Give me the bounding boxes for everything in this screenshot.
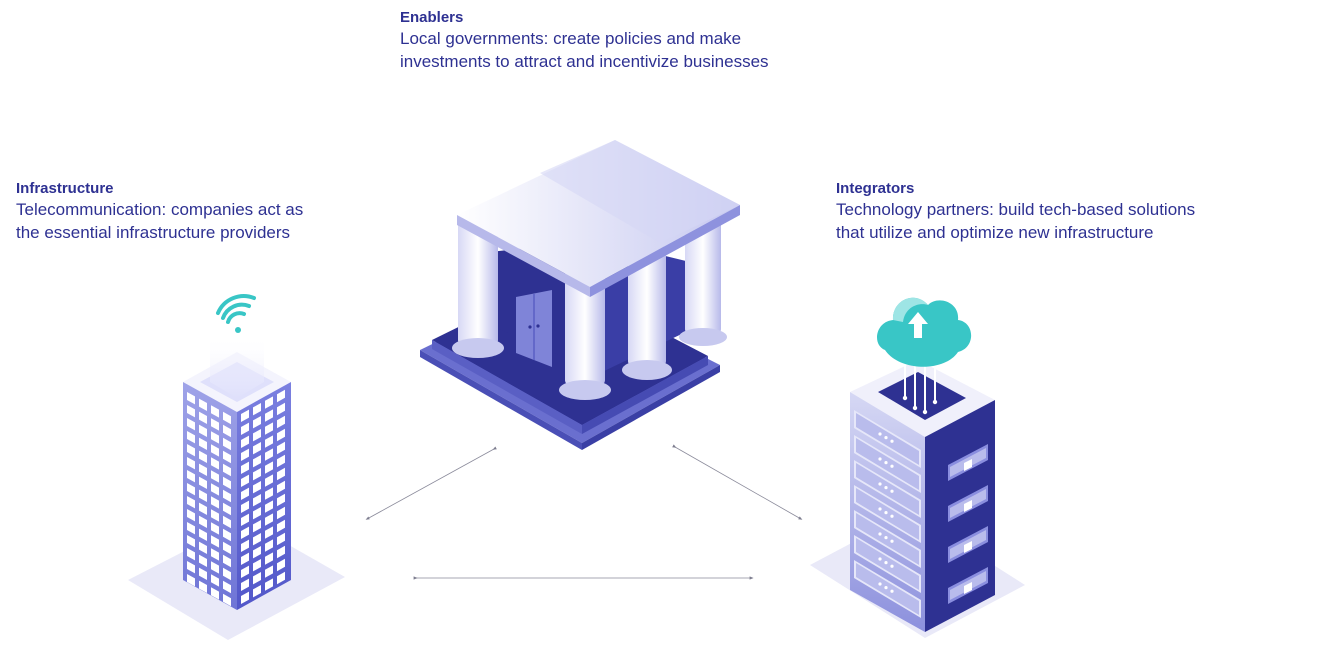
enablers-desc-line-1: Local governments: create policies and m… xyxy=(400,29,742,48)
infrastructure-desc-line-1: Telecommunication: companies act as xyxy=(16,200,304,219)
integrators-desc-line-1: Technology partners: build tech-based so… xyxy=(836,200,1196,219)
office-tower-icon xyxy=(128,336,345,640)
cloud-upload-icon xyxy=(877,297,972,415)
integrators-label: Integrators Technology partners: build t… xyxy=(836,179,1316,244)
tower-windows xyxy=(187,389,285,607)
infrastructure-title: Infrastructure xyxy=(16,180,114,197)
wifi-icon xyxy=(216,294,256,333)
infrastructure-desc-line-2: the essential infrastructure providers xyxy=(16,222,291,242)
enablers-desc-line-2: investments to attract and incentivize b… xyxy=(400,51,769,71)
integrators-title: Integrators xyxy=(836,180,915,197)
infrastructure-label: Infrastructure Telecommunication: compan… xyxy=(16,179,416,244)
integrators-desc-line-2: that utilize and optimize new infrastruc… xyxy=(836,222,1154,242)
server-units xyxy=(854,410,988,618)
arrow-enablers-infrastructure xyxy=(365,446,497,520)
arrow-enablers-integrators xyxy=(672,444,803,520)
connector-arrows xyxy=(365,444,803,580)
enablers-title: Enablers xyxy=(400,9,464,26)
server-rack-icon xyxy=(810,360,1025,638)
government-building-icon xyxy=(420,140,740,450)
enablers-label: Enablers Local governments: create polic… xyxy=(400,8,920,73)
